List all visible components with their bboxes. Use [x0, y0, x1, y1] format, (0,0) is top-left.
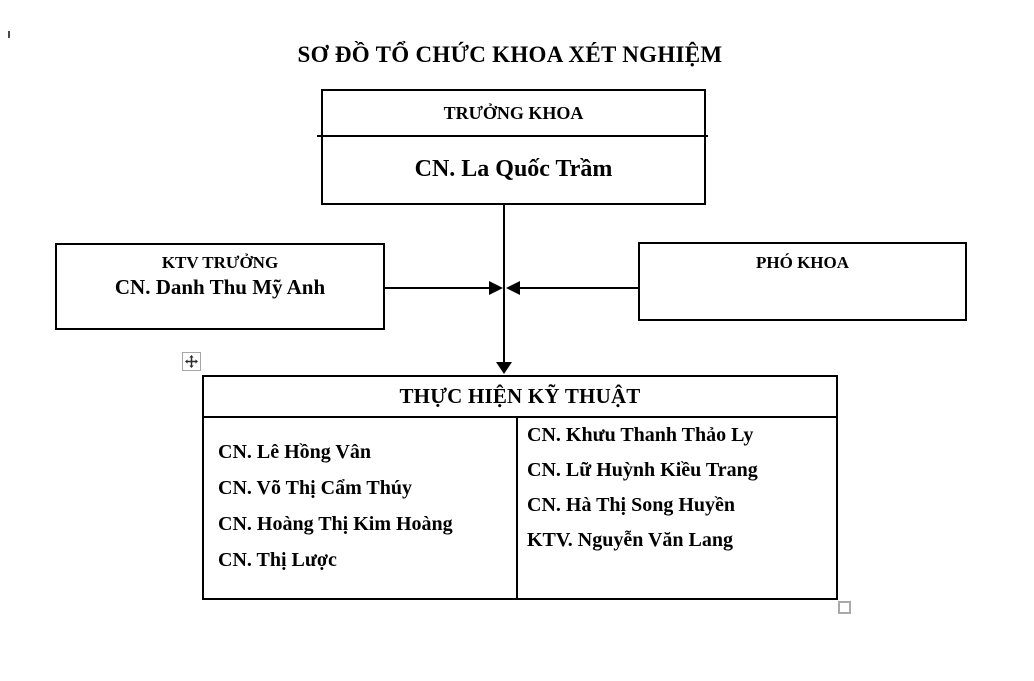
connector-left-line: [385, 287, 490, 289]
member-item: CN. Hà Thị Song Huyền: [527, 494, 736, 516]
connector-vertical-line: [503, 204, 505, 364]
member-item: CN. Lê Hồng Vân: [218, 441, 371, 463]
four-way-move-icon: [185, 355, 198, 368]
member-item: CN. Thị Lược: [218, 549, 337, 571]
page-title: SƠ ĐỒ TỔ CHỨC KHOA XÉT NGHIỆM: [297, 42, 723, 67]
box-pho-khoa: PHÓ KHOA: [638, 242, 967, 321]
tech-table-body: CN. Lê Hồng Vân CN. Võ Thị Cẩm Thúy CN. …: [204, 418, 836, 598]
member-item: CN. Hoàng Thị Kim Hoàng: [218, 513, 453, 535]
table-thuc-hien-ky-thuat: THỰC HIỆN KỸ THUẬT CN. Lê Hồng Vân CN. V…: [202, 375, 838, 600]
head-name-label: CN. La Quốc Trầm: [414, 155, 613, 182]
ktv-name-label: CN. Danh Thu Mỹ Anh: [114, 275, 326, 299]
tech-column-right: CN. Khưu Thanh Thảo Ly CN. Lữ Huỳnh Kiều…: [518, 418, 836, 598]
arrow-down-icon: [496, 362, 512, 374]
arrow-right-icon: [489, 281, 503, 295]
tech-column-left: CN. Lê Hồng Vân CN. Võ Thị Cẩm Thúy CN. …: [204, 418, 518, 598]
member-item: CN. Lữ Huỳnh Kiều Trang: [527, 459, 758, 481]
ktv-role-label: KTV TRƯỞNG: [161, 253, 279, 272]
tech-table-header: THỰC HIỆN KỸ THUẬT: [204, 377, 836, 418]
table-move-handle[interactable]: [182, 352, 201, 371]
box-ktv-truong: KTV TRƯỞNG CN. Danh Thu Mỹ Anh: [55, 243, 385, 330]
box-truong-khoa: TRƯỞNG KHOA CN. La Quốc Trầm: [321, 89, 706, 205]
arrow-left-icon: [506, 281, 520, 295]
head-role-label: TRƯỞNG KHOA: [443, 103, 584, 123]
table-resize-handle[interactable]: [838, 601, 851, 614]
connector-right-line: [519, 287, 638, 289]
stray-cursor-mark: [8, 31, 10, 38]
member-item: KTV. Nguyễn Văn Lang: [527, 529, 733, 551]
head-box-divider-line: [317, 135, 708, 137]
pho-role-label: PHÓ KHOA: [755, 253, 850, 272]
member-item: CN. Khưu Thanh Thảo Ly: [527, 424, 754, 446]
member-item: CN. Võ Thị Cẩm Thúy: [218, 477, 412, 499]
